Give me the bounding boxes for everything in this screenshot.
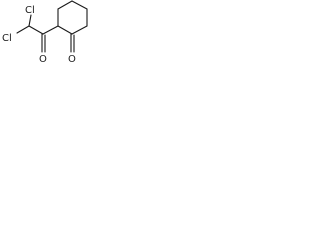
atom-label-cl-top: Cl	[25, 5, 35, 16]
ring-bond-3	[71, 0, 88, 10]
chemical-structure: Cl Cl O O	[2, 0, 88, 65]
bond-chcl2-cl-top	[28, 14, 32, 27]
atom-label-oxygen-ring: O	[68, 54, 76, 65]
bond-chcl2-cl-left	[16, 25, 30, 34]
bond-chcl2-carbonyl	[28, 25, 44, 35]
bond-carbonyl-ring	[42, 25, 59, 35]
ring-bond-5	[71, 25, 88, 35]
atom-label-oxygen-chain: O	[39, 54, 47, 65]
ring-bond-2	[57, 0, 73, 10]
ring-bond-6	[57, 25, 73, 35]
atom-label-cl-left: Cl	[2, 33, 12, 44]
